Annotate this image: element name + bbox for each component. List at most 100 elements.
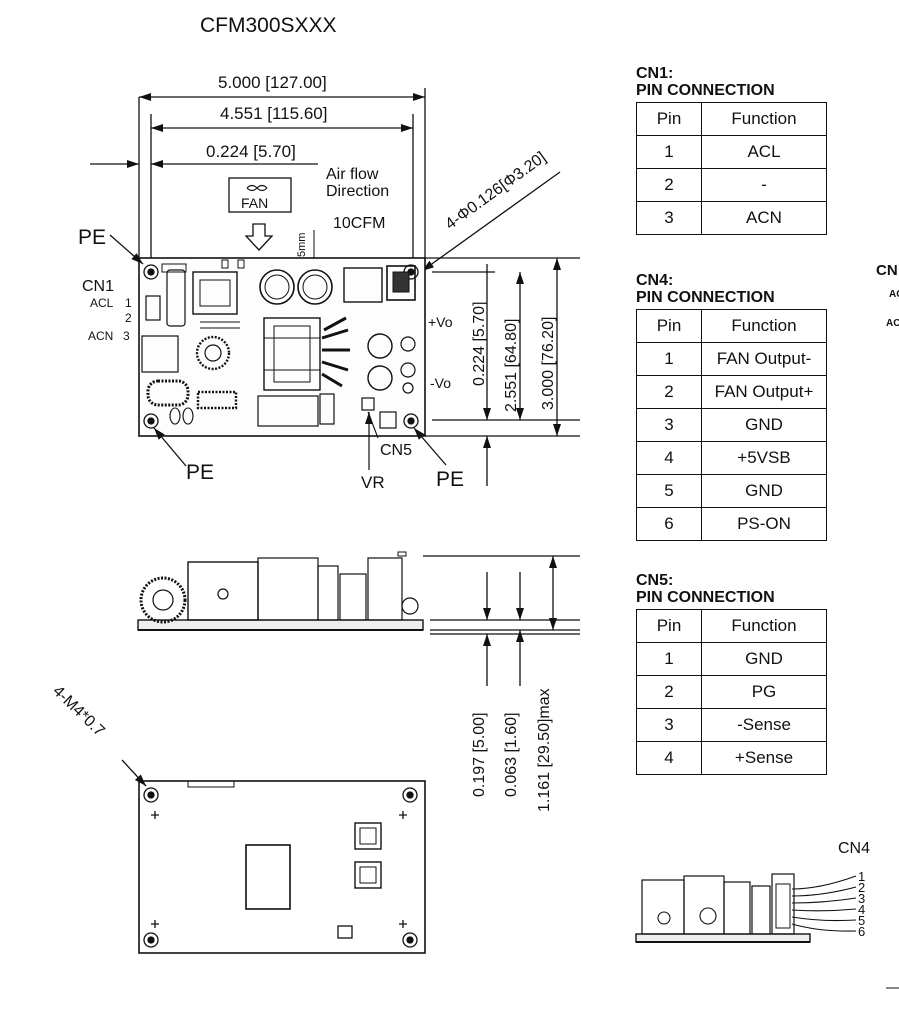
table-cell: GND: [701, 642, 827, 676]
side-dimensions: [423, 555, 580, 686]
bottom-view-board: [138, 780, 426, 954]
table-cell: +5VSB: [701, 441, 827, 475]
edge-ac-label: AC: [889, 289, 899, 300]
table-row: 2-: [636, 168, 827, 202]
top-view-board: [138, 257, 426, 437]
table-cell: GND: [701, 408, 827, 442]
table-header: Pin: [636, 609, 702, 643]
airflow-label: Air flow: [326, 166, 379, 183]
cn4-detail-view: [635, 873, 811, 943]
table-cell: -: [701, 168, 827, 202]
dim-standoff: 0.197 [5.00]: [471, 712, 488, 797]
dim-hole-height: 2.551 [64.80]: [503, 319, 520, 412]
pin2-label: 2: [125, 311, 132, 325]
side-view-board: [137, 551, 424, 631]
cn4-pin-6: 6: [858, 924, 865, 939]
acl-label: ACL: [90, 296, 114, 310]
dim-max-height: 1.161 [29.50]max: [536, 688, 553, 812]
cn1-table-title: CN1:: [636, 65, 674, 82]
cn4-pin-4: 4: [858, 902, 865, 917]
table-header: Pin: [636, 309, 702, 343]
dim-overall-height: 3.000 [76.20]: [540, 317, 557, 410]
height-dimensions: [425, 257, 580, 486]
table-header: Function: [701, 102, 827, 136]
edge-ac-label-2: AC: [886, 318, 899, 329]
table-cell: FAN Output+: [701, 375, 827, 409]
table-cell: GND: [701, 474, 827, 508]
table-cell: 1: [636, 342, 702, 376]
table-cell: PG: [701, 675, 827, 709]
pin3-label: 3: [123, 329, 130, 343]
table-header: Function: [701, 609, 827, 643]
table-cell: 3: [636, 408, 702, 442]
cn4-detail-label: CN4: [838, 840, 870, 857]
table-row: 4+Sense: [636, 741, 827, 775]
airflow-arrow-icon: [244, 223, 274, 251]
edge-cn-label: CN: [876, 262, 898, 279]
table-cell: 1: [636, 642, 702, 676]
width-dimension: [90, 88, 426, 262]
table-cell: 3: [636, 201, 702, 235]
dim-overall-width: 5.000 [127.00]: [218, 73, 327, 92]
table-header: Pin: [636, 102, 702, 136]
cn4-table-title: CN4:: [636, 272, 674, 289]
drawing-title: CFM300SXXX: [200, 14, 337, 37]
cn4-table-subtitle: PIN CONNECTION: [636, 289, 775, 306]
vo-positive-label: +Vo: [428, 314, 453, 330]
cn4-pin-leaders: [791, 875, 857, 932]
table-cell: -Sense: [701, 708, 827, 742]
dim-pcb-thickness: 0.063 [1.60]: [503, 712, 520, 797]
pe-label-bottom-right: PE: [436, 468, 464, 491]
table-cell: 4: [636, 441, 702, 475]
cn4-pin-3: 3: [858, 891, 865, 906]
cn5-board-label: CN5: [380, 442, 412, 459]
dim-hole-spacing: 4.551 [115.60]: [220, 104, 327, 123]
dim-hole-offset: 0.224 [5.70]: [206, 142, 296, 161]
table-cell: FAN Output-: [701, 342, 827, 376]
table-cell: +Sense: [701, 741, 827, 775]
dim-edge-offset: 0.224 [5.70]: [471, 301, 488, 386]
pe-label-top-left: PE: [78, 226, 106, 249]
cn1-board-label: CN1: [82, 278, 114, 295]
table-row: 3-Sense: [636, 708, 827, 742]
table-cell: ACN: [701, 201, 827, 235]
table-cell: 2: [636, 675, 702, 709]
cn5-table-subtitle: PIN CONNECTION: [636, 589, 775, 606]
vr-label: VR: [361, 473, 385, 492]
table-cell: 4: [636, 741, 702, 775]
airflow-direction-label: Direction: [326, 183, 389, 200]
fan-icon: FAN: [228, 177, 292, 213]
cn5-table-title: CN5:: [636, 572, 674, 589]
pe-label-bottom-left: PE: [186, 461, 214, 484]
table-cell: 3: [636, 708, 702, 742]
table-cell: 2: [636, 375, 702, 409]
table-cell: PS-ON: [701, 507, 827, 541]
acn-label: ACN: [88, 329, 113, 343]
table-cell: ACL: [701, 135, 827, 169]
pin1-label: 1: [125, 296, 132, 310]
table-cell: 5: [636, 474, 702, 508]
cfm-label: 10CFM: [333, 215, 385, 232]
table-row: 4+5VSB: [636, 441, 827, 475]
fan-label: FAN: [241, 195, 268, 211]
cn4-pin-1: 1: [858, 869, 865, 884]
table-cell: 6: [636, 507, 702, 541]
vo-negative-label: -Vo: [430, 375, 451, 391]
table-header: Function: [701, 309, 827, 343]
table-cell: 1: [636, 135, 702, 169]
